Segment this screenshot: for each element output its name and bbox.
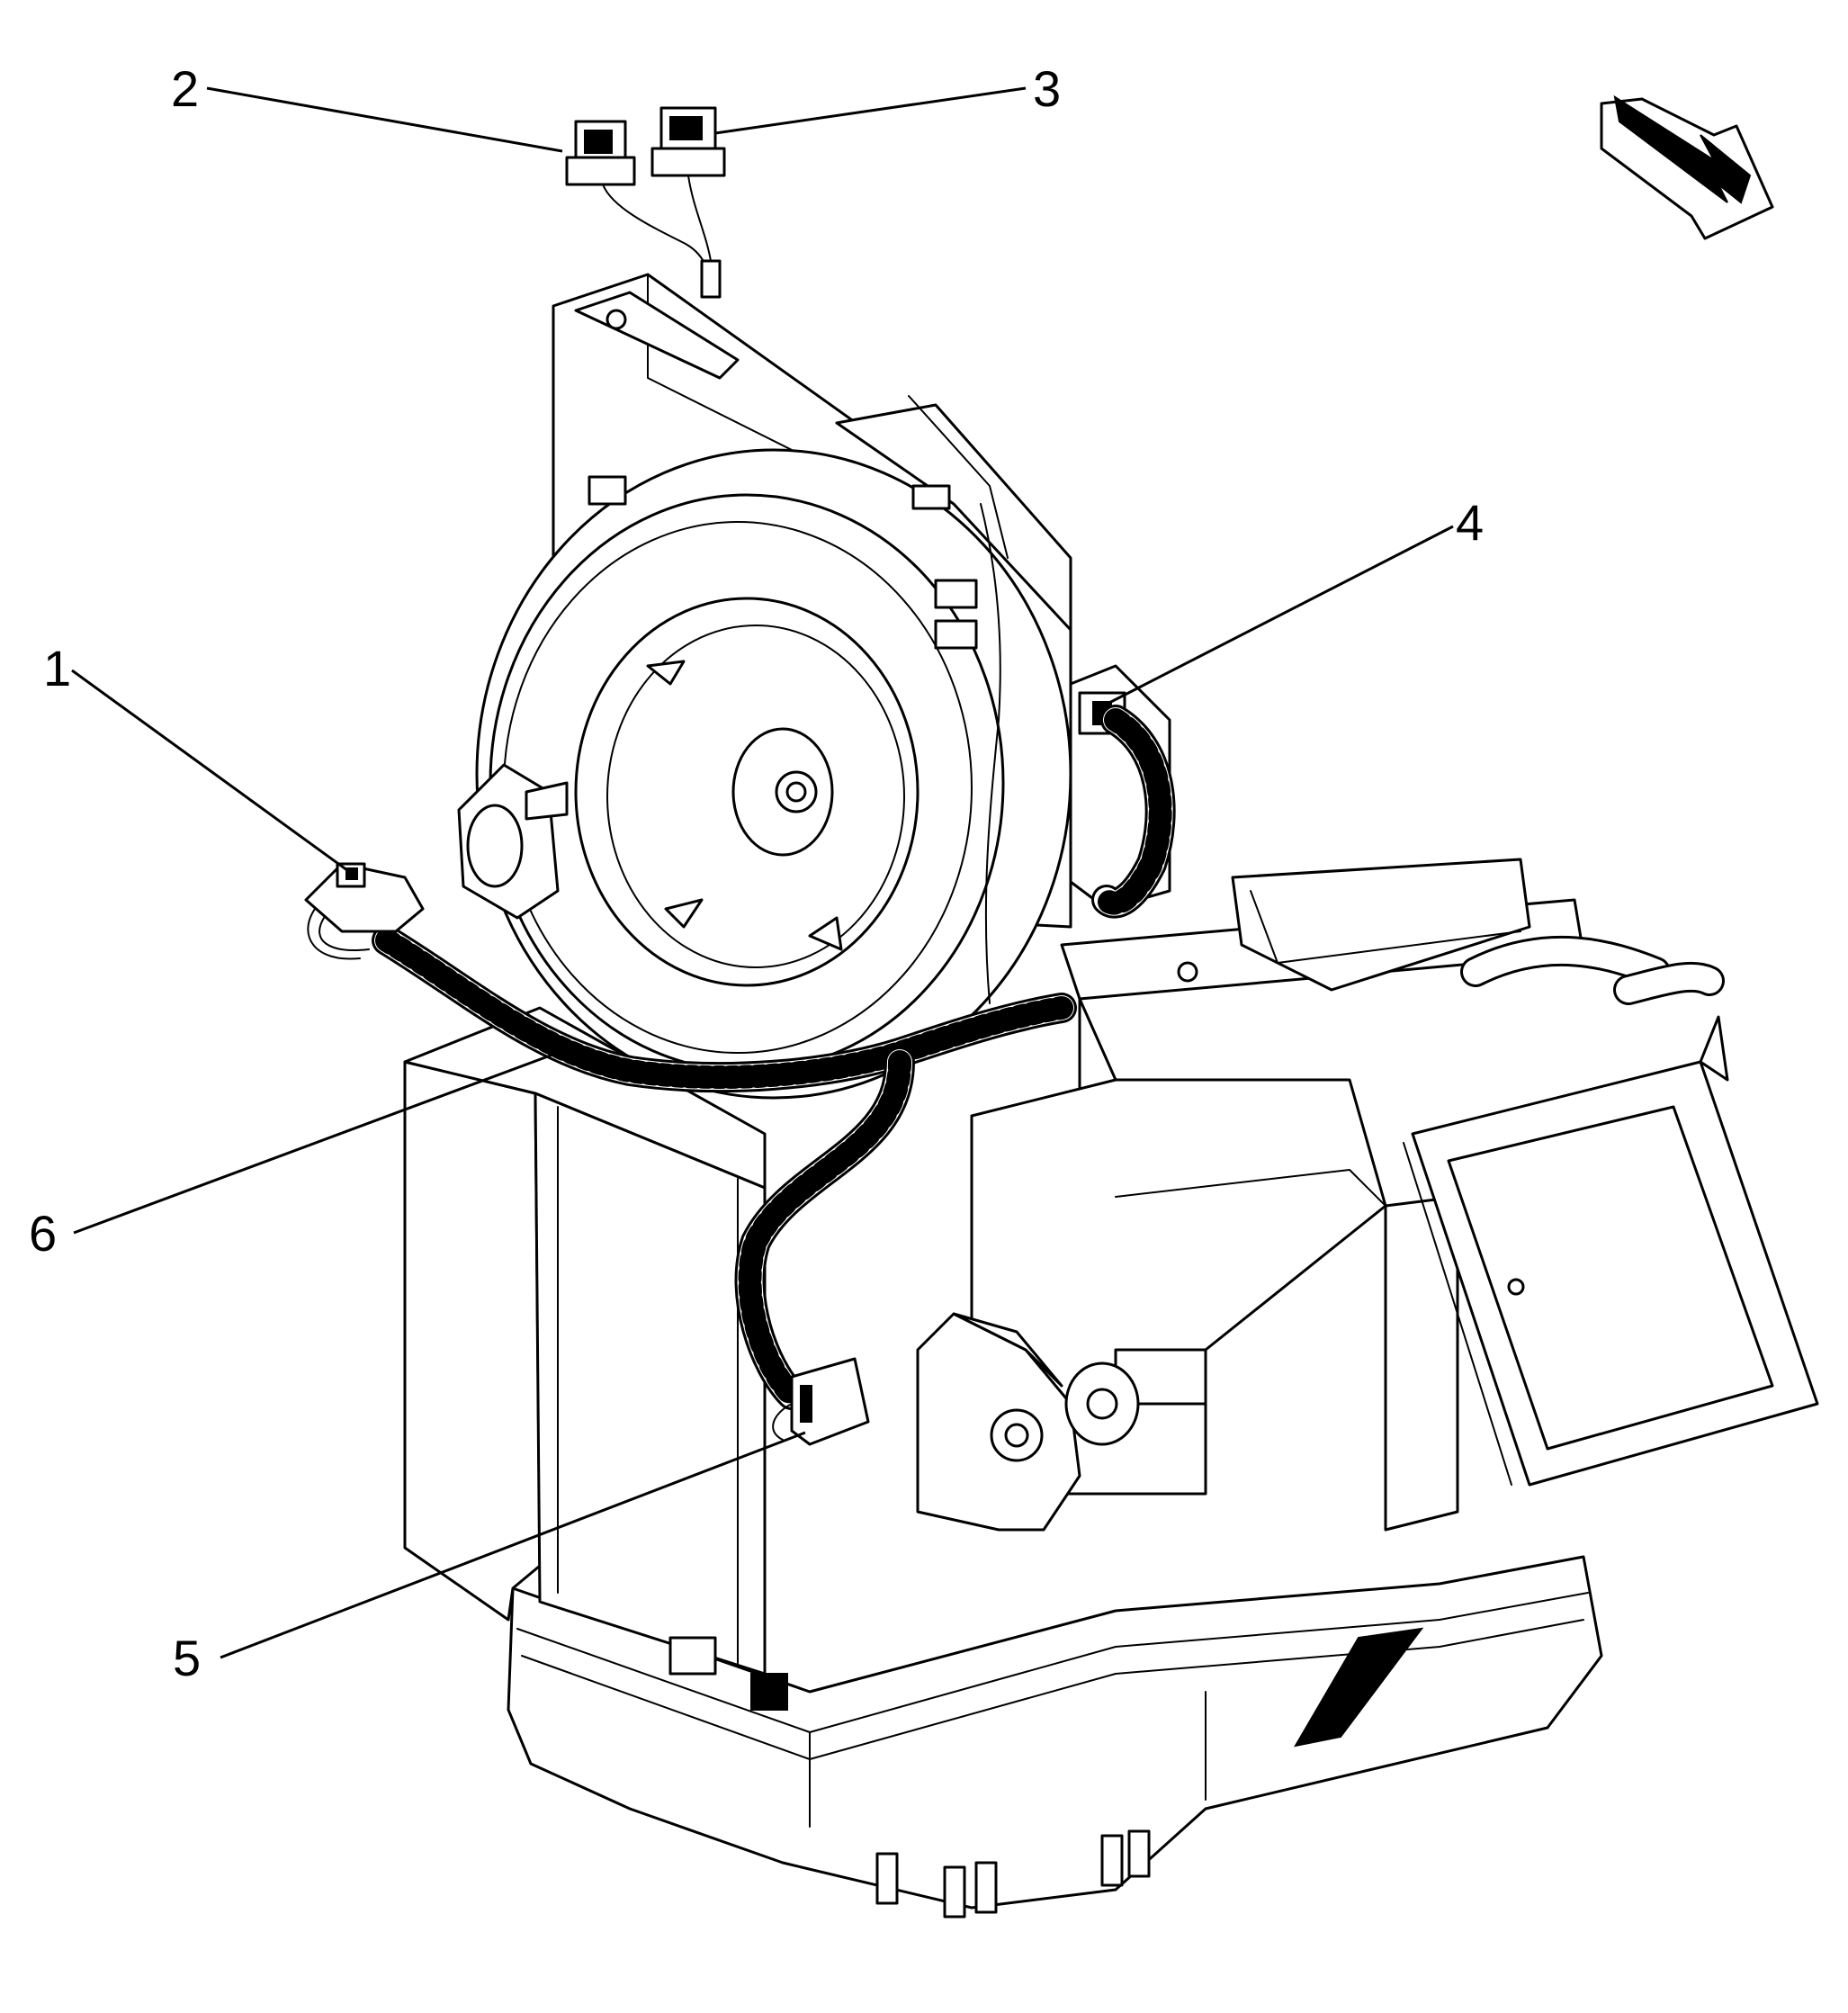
leader-lines: [71, 86, 1454, 1659]
callout-3: 3: [1033, 60, 1061, 117]
callout-6: 6: [29, 1205, 57, 1262]
leader-3: [714, 86, 1027, 135]
callout-1: 1: [43, 640, 71, 696]
leader-5: [220, 1431, 806, 1659]
leader-1: [71, 669, 352, 875]
wiring-harness: [372, 503, 1176, 1410]
callout-2: 2: [171, 60, 199, 117]
callout-4: 4: [1456, 494, 1484, 551]
sensor-bracket: [457, 763, 569, 920]
direction-arrow-icon: [1600, 94, 1774, 240]
leader-6: [73, 1049, 563, 1235]
hvac-case-lower: [507, 1555, 1603, 1919]
door-actuator: [916, 1312, 1140, 1532]
heater-core-section: [970, 858, 1819, 1532]
blower-motor-scroll: [475, 448, 1072, 1100]
connector-5: [772, 1357, 870, 1446]
leader-2: [206, 86, 563, 153]
hvac-case-left-body: [403, 1006, 788, 1711]
leader-4: [1101, 525, 1454, 708]
callout-5: 5: [173, 1630, 201, 1686]
callouts: 1 2 3 4 5 6: [29, 60, 1484, 1686]
connector-3: [650, 106, 726, 299]
connector-1: [304, 862, 425, 960]
